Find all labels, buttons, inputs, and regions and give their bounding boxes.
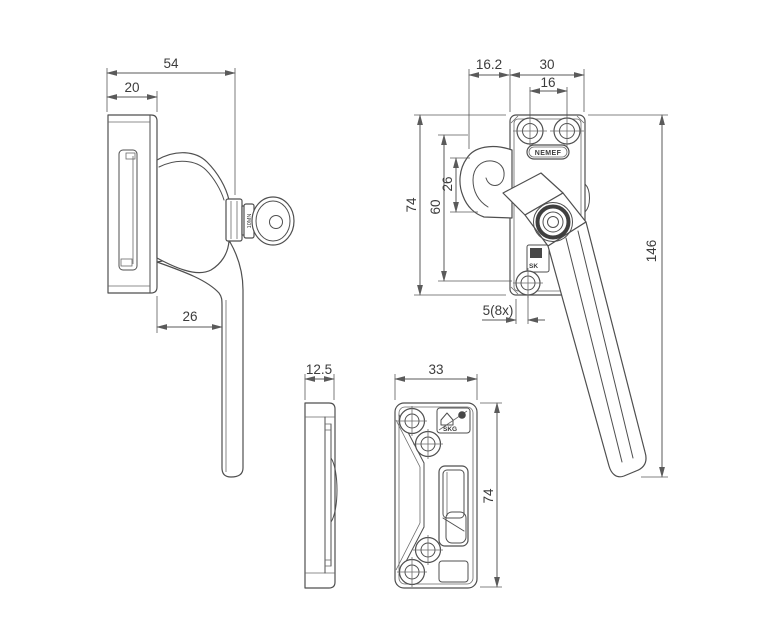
dim-74-left-label: 74	[404, 197, 419, 213]
dim-5-8x-label: 5(8x)	[483, 303, 514, 318]
skg-badge-partial: SK	[526, 244, 550, 273]
dim-hook-offset: 16.2	[468, 57, 510, 149]
keeper-slot	[438, 560, 469, 583]
brand-logo-label: NEMEF	[535, 150, 562, 157]
handle-side-lever	[156, 241, 244, 478]
screw-hole	[513, 268, 543, 298]
screw-hole	[413, 429, 443, 459]
key-marking-label: 10MN	[247, 214, 253, 229]
handle-side-body	[156, 152, 230, 274]
screw-hole	[550, 114, 584, 148]
dim-146-label: 146	[644, 240, 659, 263]
keeper-side-plate	[304, 402, 338, 589]
dim-keeper-depth: 12.5	[304, 362, 335, 400]
view-keeper-side: 12.5	[304, 362, 338, 589]
screw-hole	[397, 557, 427, 587]
view-keeper-front: SKG 33 74	[394, 362, 502, 589]
handle-side-backplate	[107, 114, 158, 294]
brand-logo: NEMEF	[526, 144, 570, 160]
dim-keeper-height: 74	[480, 402, 502, 588]
screw-hole	[413, 535, 443, 565]
dim-screw-span: 60	[428, 134, 512, 282]
lock-rosette	[533, 202, 573, 242]
dim-plate-depth: 20	[106, 80, 158, 112]
skg-cert-label: SKG	[443, 426, 457, 433]
dim-16-2-label: 16.2	[476, 57, 502, 72]
dim-74-keeper-label: 74	[481, 488, 496, 504]
dim-total-height: 146	[588, 114, 668, 478]
dim-hook-height: 26	[440, 157, 478, 213]
dim-60-label: 60	[428, 199, 443, 214]
dim-26-side-label: 26	[182, 309, 197, 324]
window-hook	[459, 145, 513, 219]
dim-screw-spacing: 16	[529, 75, 568, 116]
view-handle-front: NEMEF SK	[404, 57, 668, 478]
dim-lever-offset: 26	[156, 296, 223, 333]
dim-total-depth: 54	[106, 56, 236, 195]
screw-hole	[513, 114, 547, 148]
dim-plate-width: 30	[509, 57, 585, 112]
skg-cert-badge: SKG	[436, 407, 471, 434]
dim-screw-edge-offset: 5(8x)	[482, 296, 545, 324]
dot-icon	[458, 411, 466, 419]
dim-33-label: 33	[428, 362, 443, 377]
skg-badge-partial-label: SK	[529, 263, 538, 270]
dim-30-label: 30	[539, 57, 554, 72]
dim-12-5-label: 12.5	[306, 362, 332, 377]
dim-plate-height: 74	[404, 114, 506, 296]
latch-opening	[438, 465, 469, 547]
dim-16-label: 16	[540, 75, 555, 90]
dim-26-front-label: 26	[440, 176, 455, 191]
key: 10MN	[243, 196, 295, 246]
dim-54-label: 54	[163, 56, 179, 71]
view-handle-side: 10MN 54 20 26	[106, 56, 295, 478]
house-icon	[440, 412, 454, 426]
screw-hole	[397, 406, 427, 436]
dim-keeper-width: 33	[394, 362, 478, 400]
dim-20-label: 20	[124, 80, 139, 95]
